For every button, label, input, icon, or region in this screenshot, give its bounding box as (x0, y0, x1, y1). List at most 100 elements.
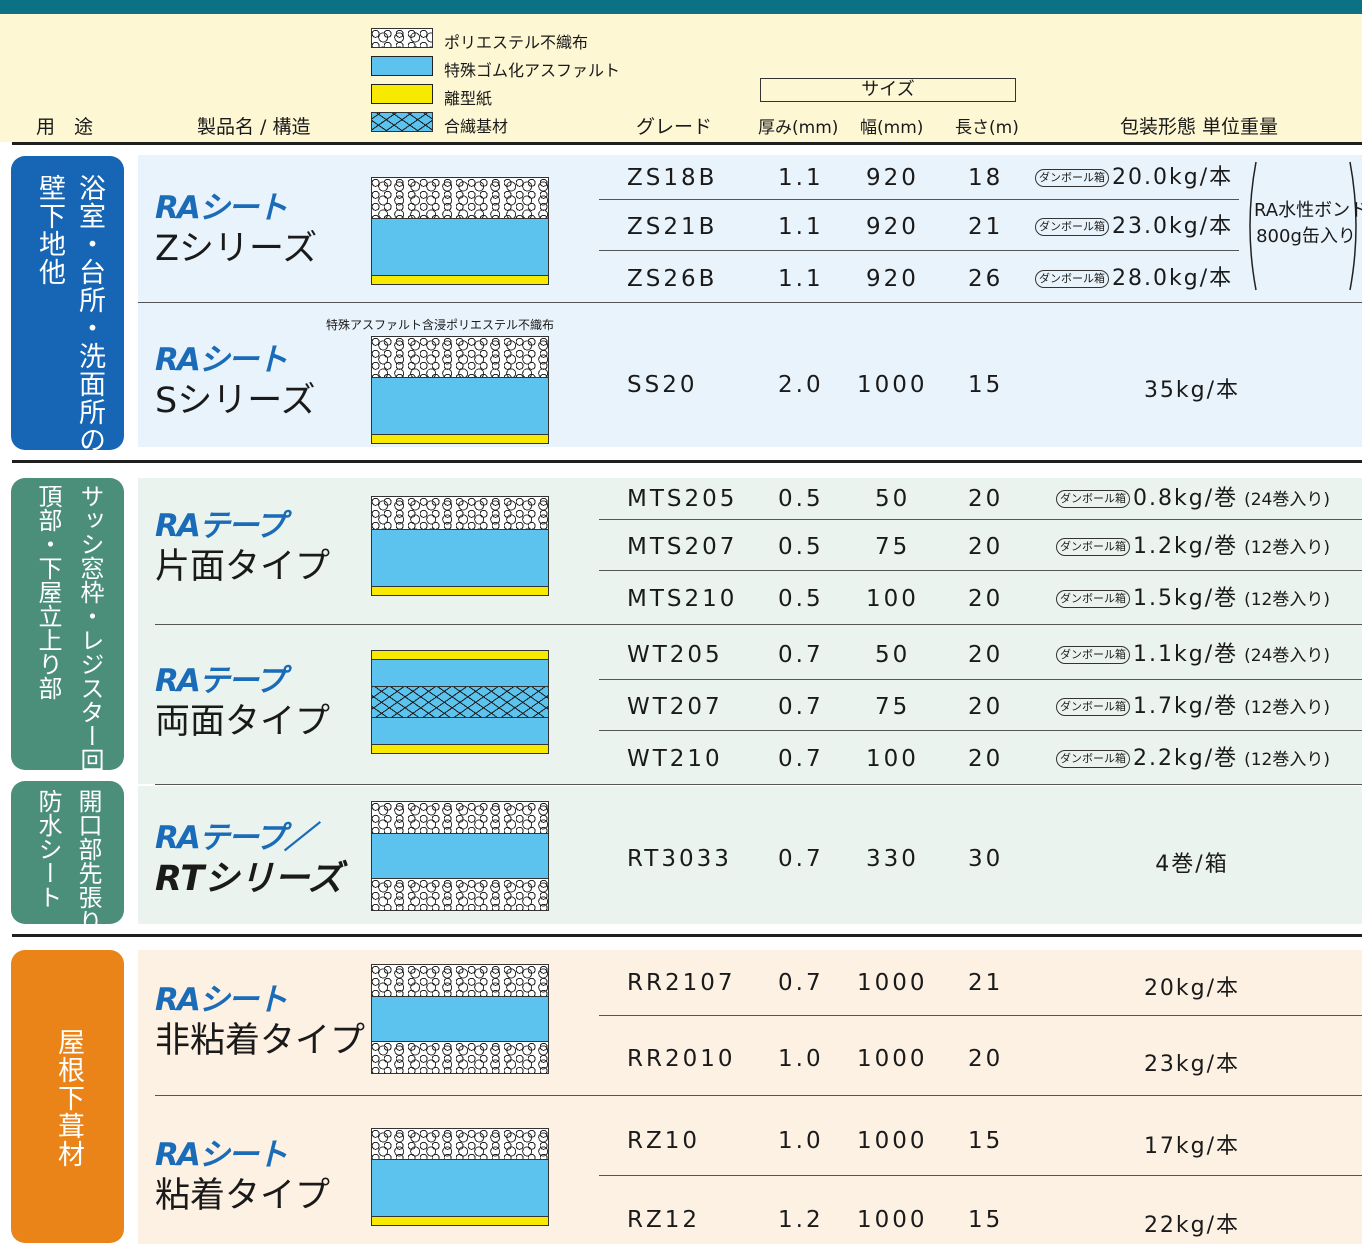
package-count: (12巻入り) (1244, 750, 1331, 770)
cell-width: 920 (866, 266, 919, 292)
cell-width: 1000 (857, 1046, 928, 1072)
cell-length: 20 (968, 486, 1004, 512)
structure-diagram-rt (371, 801, 549, 911)
product-ra-sheet-s: RAシート Sシリーズ (155, 342, 315, 422)
layer-asphalt (371, 997, 549, 1041)
header-size: サイズ (861, 79, 915, 100)
brand-logo: RAシート (155, 190, 288, 226)
cardboard-box-badge: ダンボール箱 (1035, 169, 1109, 187)
cardboard-box-badge: ダンボール箱 (1056, 490, 1130, 508)
cell-length: 20 (968, 746, 1004, 772)
category-label: 防水シート (34, 789, 62, 909)
structure-diagram-rz (371, 1128, 549, 1226)
legend-swatch-mesh (371, 112, 433, 132)
layer-fiber (371, 878, 549, 911)
product-subname: 粘着タイプ (155, 1176, 331, 1216)
layer-asphalt (371, 1160, 549, 1216)
cell-thickness: 0.7 (778, 642, 824, 668)
row-divider (599, 250, 1239, 251)
cell-package: 22kg/本 (1143, 1213, 1241, 1238)
cell-grade: MTS210 (627, 586, 738, 612)
product-divider (138, 302, 1362, 303)
cell-width: 50 (875, 642, 911, 668)
cell-width: 50 (875, 486, 911, 512)
brand-logo: RAシート (155, 1137, 288, 1173)
cell-width: 1000 (857, 372, 928, 398)
legend-label-mesh: 合繊基材 (444, 117, 509, 136)
brand-logo: RAテープ (155, 508, 286, 544)
product-subname: 両面タイプ (155, 702, 331, 742)
cell-width: 100 (866, 586, 919, 612)
cell-width: 920 (866, 214, 919, 240)
product-subname: Sシリーズ (155, 381, 316, 421)
cell-grade: ZS26B (627, 266, 718, 292)
layer-liner (371, 744, 549, 754)
category-bath-walls: 浴室・台所・洗面所の 壁下地他 (11, 156, 124, 454)
layer-fiber (371, 964, 549, 997)
product-divider (155, 1095, 1362, 1096)
cell-width: 920 (866, 165, 919, 191)
header-thickness: 厚み(mm) (758, 118, 839, 138)
cell-width: 1000 (857, 970, 928, 996)
layer-liner (371, 650, 549, 660)
layer-fiber (371, 1041, 549, 1074)
brand-logo: RAシート (155, 982, 288, 1018)
cell-length: 21 (968, 970, 1004, 996)
cell-thickness: 0.5 (778, 586, 824, 612)
cell-width: 330 (866, 846, 919, 872)
bracket-icon (1249, 161, 1357, 291)
product-subname: 片面タイプ (155, 547, 331, 587)
cell-length: 15 (968, 372, 1004, 398)
category-label: サッシ窓枠・レジスター回り・ (76, 484, 104, 820)
package-weight: 20.0kg/本 (1112, 165, 1234, 190)
cell-thickness: 1.1 (778, 214, 824, 240)
cell-grade: WT210 (627, 746, 723, 772)
size-group-box: サイズ (760, 78, 1016, 102)
layer-fiber (371, 336, 549, 378)
cardboard-box-badge: ダンボール箱 (1056, 698, 1130, 716)
cell-grade: SS20 (627, 372, 698, 398)
cell-package: 17kg/本 (1143, 1134, 1241, 1159)
cardboard-box-badge: ダンボール箱 (1056, 646, 1130, 664)
package-weight: 28.0kg/本 (1112, 266, 1234, 291)
cell-length: 26 (968, 266, 1004, 292)
cell-grade: WT207 (627, 694, 723, 720)
cell-length: 30 (968, 846, 1004, 872)
package-weight: 0.8kg/巻 (1133, 486, 1239, 511)
structure-diagram-s (371, 336, 549, 444)
section-bg-rt (138, 786, 1362, 924)
legend-swatch-asphalt (371, 56, 433, 76)
product-ra-sheet-adhesive: RAシート 粘着タイプ (155, 1137, 330, 1217)
cell-grade: MTS205 (627, 486, 738, 512)
section-bg-tape (138, 478, 1362, 784)
package-weight: 23.0kg/本 (1112, 214, 1234, 239)
cell-thickness: 0.7 (778, 970, 824, 996)
brand-logo: RAシート (155, 342, 288, 378)
layer-asphalt (371, 660, 549, 686)
row-divider (599, 199, 1239, 200)
cell-thickness: 1.1 (778, 266, 824, 292)
header-package: 包装形態 単位重量 (1120, 116, 1279, 138)
layer-asphalt (371, 530, 549, 586)
legend-swatch-liner (371, 84, 433, 104)
product-subname: 非粘着タイプ (155, 1021, 366, 1061)
header-grade: グレード (636, 116, 713, 138)
category-sash: サッシ窓枠・レジスター回り・ 頂部・下屋立上り部 (11, 478, 124, 820)
cell-length: 20 (968, 586, 1004, 612)
layer-fiber (371, 177, 549, 219)
section-bg-roof (138, 950, 1362, 1244)
product-divider (155, 624, 1362, 625)
cell-thickness: 2.0 (778, 372, 824, 398)
cardboard-box-badge: ダンボール箱 (1056, 538, 1130, 556)
cell-thickness: 0.5 (778, 486, 824, 512)
structure-diagram-tape-double (371, 650, 549, 754)
cell-thickness: 0.7 (778, 694, 824, 720)
row-divider (599, 679, 1362, 680)
layer-fiber (371, 801, 549, 834)
cell-thickness: 0.7 (778, 846, 824, 872)
header-divider (12, 142, 1362, 145)
cardboard-box-badge: ダンボール箱 (1035, 218, 1109, 236)
cell-grade: RR2107 (627, 970, 736, 996)
